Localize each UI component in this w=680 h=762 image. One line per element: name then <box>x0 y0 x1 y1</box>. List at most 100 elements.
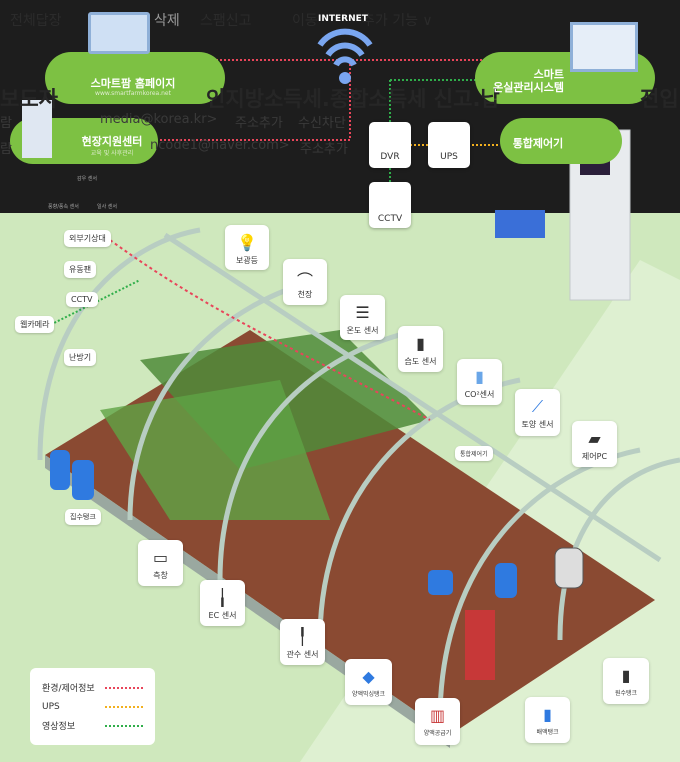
wifi-icon <box>317 28 373 67</box>
card-label: 양액믹싱탱크 <box>351 691 386 698</box>
card-drain-tank: ▮ 배액탱크 <box>525 697 570 743</box>
machine-icon: ▥ <box>429 706 446 725</box>
card-label: 천장 <box>297 290 313 299</box>
legend-line-green <box>105 724 143 727</box>
tank <box>495 563 517 598</box>
ups-label: UPS <box>440 152 458 162</box>
card-ec-sensor: ╽ EC 센서 <box>200 580 245 626</box>
env-control-line <box>109 239 431 421</box>
cctv-box: CCTV <box>369 182 411 228</box>
env-control-line-support <box>160 60 351 141</box>
probe-icon: ╿ <box>297 627 308 646</box>
card-label: 습도 센서 <box>404 357 437 366</box>
system-title-1: 스마트 <box>533 68 564 81</box>
toolbar-reply-all[interactable]: 전체답장 <box>10 13 62 29</box>
roof-icon: ⌒ <box>296 271 314 290</box>
subject-left: 보도자 <box>0 87 58 111</box>
laptop <box>495 210 545 238</box>
card-label: 보광등 <box>235 256 259 265</box>
controller-title: 통합제어기 <box>512 137 564 150</box>
legend-label: UPS <box>42 701 60 712</box>
video-line <box>389 79 500 182</box>
rain-sensor-label: 감우 센서 <box>77 176 97 182</box>
card-label: 배액탱크 <box>536 729 559 736</box>
toolbar-spam[interactable]: 스팸신고 <box>200 13 252 29</box>
card-label: CO²센서 <box>464 390 495 399</box>
to-prefix: 람 <box>0 142 12 157</box>
homepage-title: 스마트팜 홈페이지 <box>90 77 176 90</box>
label-collection-tank: 집수탱크 <box>65 509 101 525</box>
add-address-link[interactable]: 주소추가 <box>235 116 283 131</box>
card-irrigation-sensor: ╿ 관수 센서 <box>280 619 325 665</box>
label-heater: 난방기 <box>64 349 97 366</box>
tank-icon: ▮ <box>543 705 552 724</box>
legend-line-yellow <box>105 705 143 708</box>
tank-icon: ▮ <box>621 666 631 685</box>
dashboard-icon <box>570 22 638 72</box>
tank-icon: ◆ <box>362 667 375 686</box>
video-line-webcam <box>39 279 141 331</box>
card-humidity-sensor: ▮ 습도 센서 <box>398 326 443 372</box>
humidity-sensor-icon: ▮ <box>416 334 425 353</box>
homepage-pill <box>45 52 225 104</box>
support-center-sub: 교육 및 사후관리 <box>90 150 134 157</box>
card-raw-water-tank: ▮ 원수탱크 <box>603 658 649 704</box>
nutrient-machine <box>465 610 495 680</box>
wifi-dot <box>339 72 351 84</box>
card-label: EC 센서 <box>208 611 237 620</box>
soil-probe-icon: ⟋ <box>531 397 544 416</box>
thermometer-icon: ☰ <box>355 303 370 322</box>
toolbar-move[interactable]: 이동 <box>292 13 318 29</box>
card-mixing-tank: ◆ 양액믹싱탱크 <box>345 659 392 705</box>
card-label: 측창 <box>153 571 168 580</box>
legend: 환경/제어정보 UPS 영상정보 <box>30 668 155 745</box>
add-address-link-2[interactable]: 주소추가 <box>300 142 348 157</box>
window-icon: ▭ <box>152 548 169 567</box>
legend-item-video: 영상정보 <box>42 716 143 735</box>
solar-sensor-label: 일사 센서 <box>97 204 117 210</box>
card-co2-sensor: ▮ CO²센서 <box>457 359 502 405</box>
label-cctv: CCTV <box>66 292 98 307</box>
label-weather-station: 외부기상대 <box>64 230 111 247</box>
building-icon <box>22 100 52 158</box>
system-title-2: 온실관리시스템 <box>493 81 564 94</box>
lamp-icon: 💡 <box>237 233 257 252</box>
legend-item-env: 환경/제어정보 <box>42 678 143 697</box>
monitor-icon <box>88 12 150 54</box>
label-webcam: 웹카메라 <box>15 316 55 333</box>
card-label: 토양 센서 <box>521 420 554 429</box>
card-supplemental-light: 💡 보광등 <box>225 225 269 270</box>
co2-sensor-icon: ▮ <box>475 367 484 386</box>
card-label: 원수탱크 <box>614 690 638 697</box>
toolbar-more[interactable]: 추가 기능 ∨ <box>362 13 433 29</box>
tank <box>72 460 94 500</box>
legend-label: 환경/제어정보 <box>42 684 95 694</box>
probe-icon: ╽ <box>217 588 228 607</box>
ups-box: UPS <box>428 122 470 168</box>
block-sender-link[interactable]: 수신차단 <box>298 116 346 131</box>
tank <box>50 450 70 490</box>
card-temp-sensor: ☰ 온도 센서 <box>340 295 385 340</box>
toolbar-delete[interactable]: 삭제 <box>154 13 180 29</box>
card-label: 양액공급기 <box>423 730 452 737</box>
tank <box>554 547 584 589</box>
from-email[interactable]: media@korea.kr> <box>100 112 218 127</box>
card-label: 온도 센서 <box>346 326 379 335</box>
to-email[interactable]: ncode1@naver.com> <box>150 138 290 153</box>
internet-label: INTERNET <box>318 14 368 24</box>
dvr-box: DVR <box>369 122 411 168</box>
card-label: 관수 센서 <box>286 650 319 659</box>
controller-pill <box>500 118 622 164</box>
cctv-label: CCTV <box>377 214 403 224</box>
card-side-window: ▭ 측창 <box>138 540 183 586</box>
card-soil-sensor: ⟋ 토양 센서 <box>515 389 560 436</box>
label-fan: 유동팬 <box>64 261 97 278</box>
card-label: 제어PC <box>581 452 608 461</box>
from-prefix: 람 <box>0 116 12 131</box>
legend-label: 영상정보 <box>42 722 76 732</box>
subject-right: 전입 <box>640 87 679 111</box>
tank <box>428 570 453 595</box>
dvr-label: DVR <box>380 152 400 162</box>
card-nutrient-supplier: ▥ 양액공급기 <box>415 698 460 745</box>
wind-sensor-label: 풍향/풍속 센서 <box>48 204 79 210</box>
